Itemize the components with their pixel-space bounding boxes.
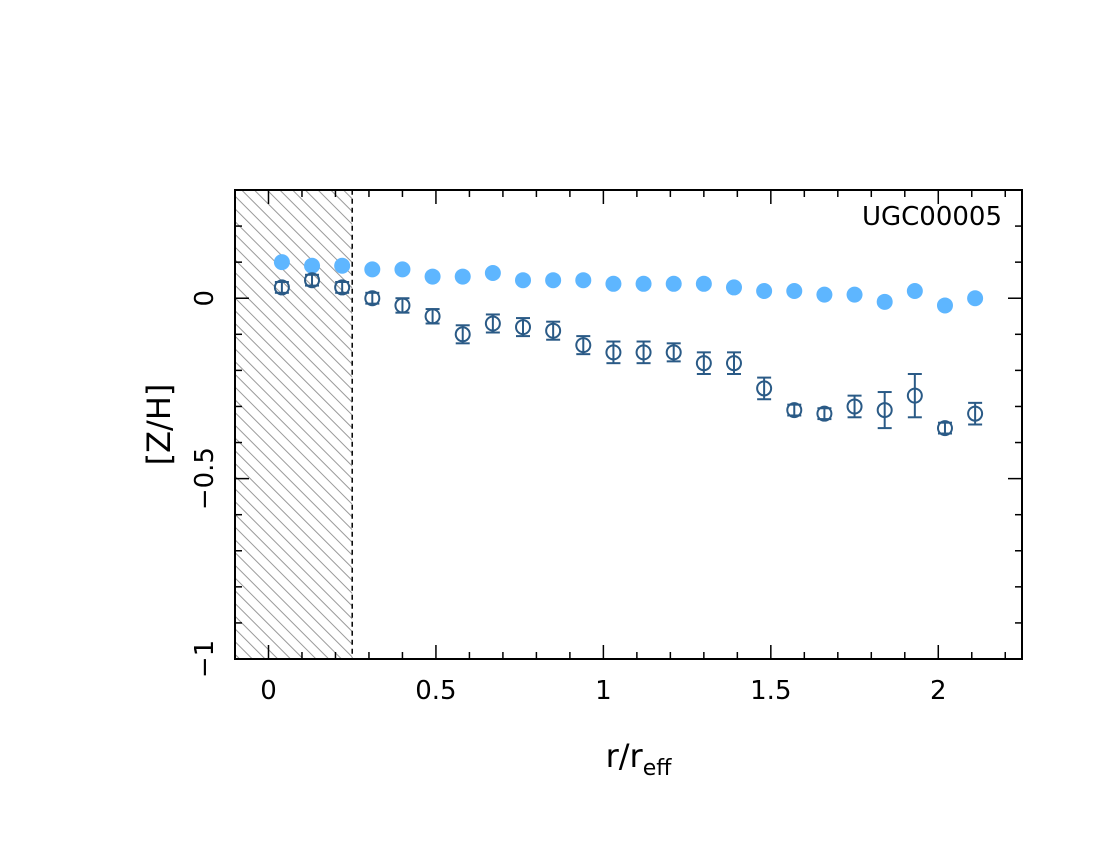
x-tick-label: 2	[930, 676, 947, 706]
series-2	[273, 272, 984, 437]
filled-circle-point	[364, 261, 381, 278]
x-tick-label: 1.5	[750, 676, 791, 706]
open-circle-point	[394, 297, 411, 314]
filled-circle-point	[906, 283, 923, 300]
open-circle-point	[936, 420, 953, 437]
series-1	[273, 254, 984, 314]
open-circle-point	[665, 344, 682, 361]
open-circle-point	[635, 344, 652, 361]
data-points-layer	[273, 254, 984, 437]
excluded-region-layer	[234, 189, 353, 660]
open-circle-point	[334, 279, 351, 296]
filled-circle-point	[635, 275, 652, 292]
x-axis-label-main: r/r	[606, 737, 644, 775]
open-circle-point	[304, 272, 321, 289]
open-circle-point	[876, 402, 893, 419]
open-circle-point	[575, 337, 592, 354]
filled-circle-point	[936, 297, 953, 314]
open-circle-point	[725, 355, 742, 372]
filled-circle-point	[394, 261, 411, 278]
filled-circle-point	[424, 268, 441, 285]
open-circle-point	[605, 344, 622, 361]
x-tick-label: 1	[595, 676, 612, 706]
open-circle-point	[515, 319, 532, 336]
filled-circle-point	[515, 272, 532, 289]
filled-circle-point	[665, 275, 682, 292]
open-circle-point	[756, 380, 773, 397]
y-tick-label: 0	[190, 290, 220, 307]
plot-frame	[234, 189, 1023, 660]
filled-circle-point	[334, 257, 351, 274]
axis-ticks-layer	[234, 189, 1022, 660]
filled-circle-point	[605, 275, 622, 292]
open-circle-point	[545, 322, 562, 339]
filled-circle-point	[273, 254, 290, 271]
filled-circle-point	[967, 290, 984, 307]
open-circle-point	[454, 326, 471, 343]
filled-circle-point	[545, 272, 562, 289]
x-axis-label: r/reff	[606, 737, 673, 781]
filled-circle-point	[756, 283, 773, 300]
filled-circle-point	[304, 257, 321, 274]
open-circle-point	[786, 402, 803, 419]
open-circle-point	[273, 279, 290, 296]
filled-circle-point	[725, 279, 742, 296]
filled-circle-point	[786, 283, 803, 300]
y-tick-label: −0.5	[190, 447, 220, 510]
filled-circle-point	[876, 293, 893, 310]
x-tick-label: 0	[260, 676, 277, 706]
open-circle-point	[967, 405, 984, 422]
tick-labels-layer: 0 0.5 1 1.5 2 −1 −0.5 0	[190, 290, 947, 706]
open-circle-point	[846, 398, 863, 415]
filled-circle-point	[454, 268, 471, 285]
filled-circle-point	[484, 264, 501, 281]
excluded-region-hatch	[235, 190, 353, 659]
filled-circle-point	[846, 286, 863, 303]
open-circle-point	[364, 290, 381, 307]
x-axis-label-subscript: eff	[643, 756, 673, 781]
open-circle-point	[484, 315, 501, 332]
filled-circle-point	[695, 275, 712, 292]
open-circle-point	[424, 308, 441, 325]
y-axis-label: [Z/H]	[140, 384, 178, 466]
open-circle-point	[816, 405, 833, 422]
open-circle-point	[906, 387, 923, 404]
x-tick-label: 0.5	[415, 676, 456, 706]
open-circle-point	[695, 355, 712, 372]
filled-circle-point	[575, 272, 592, 289]
galaxy-name-label: UGC00005	[862, 202, 1002, 232]
y-tick-label: −1	[190, 640, 220, 678]
filled-circle-point	[816, 286, 833, 303]
